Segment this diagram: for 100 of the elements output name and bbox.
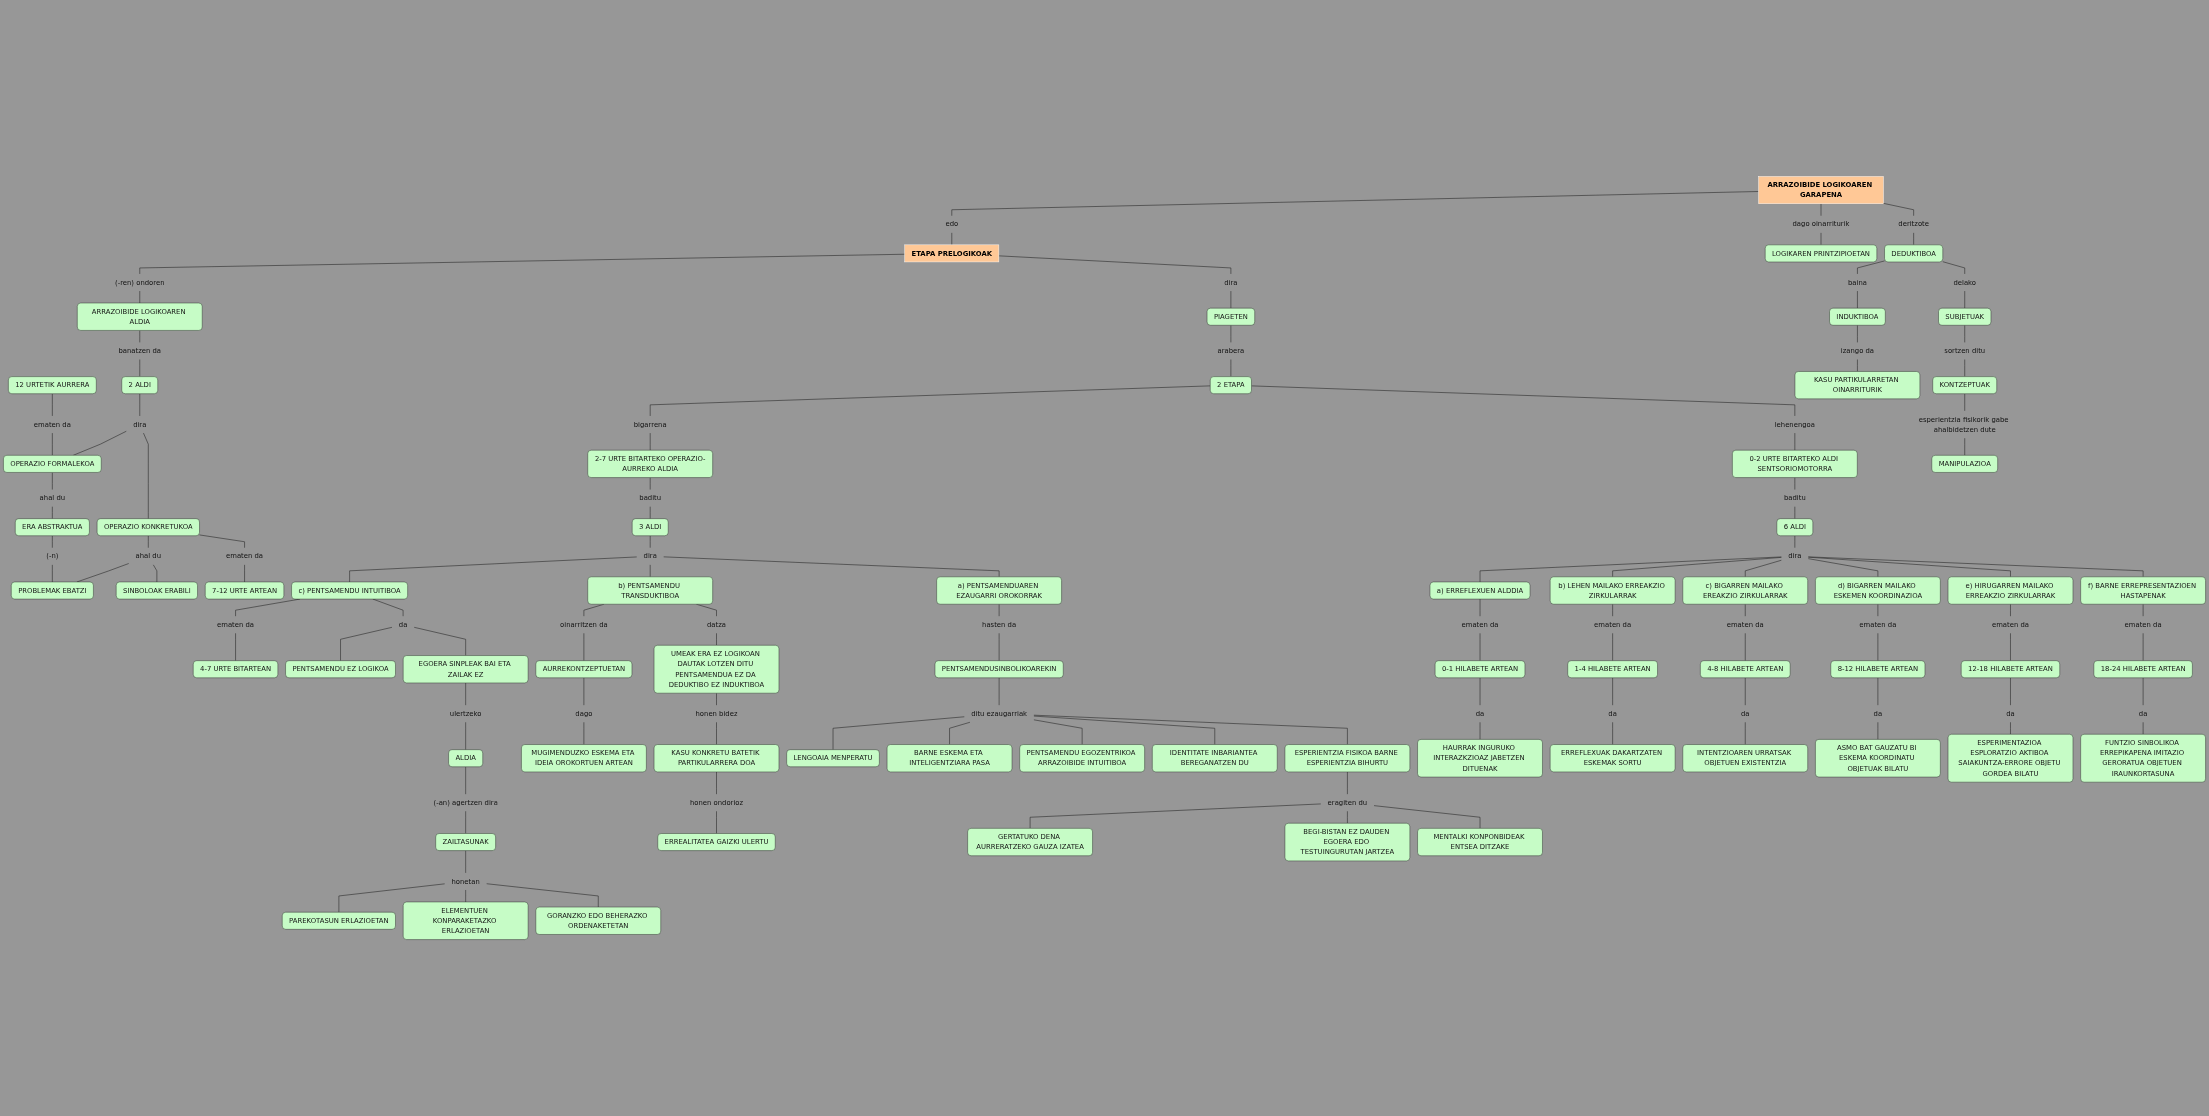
node-box: [282, 912, 396, 930]
connector: [1794, 477, 1796, 490]
connector: [1877, 722, 1879, 740]
connector: [649, 535, 651, 548]
node-box: [535, 660, 633, 678]
connector: [52, 432, 53, 456]
connector: [1745, 603, 1746, 617]
node-box: [1830, 660, 1926, 678]
connector: [139, 393, 141, 417]
connector: [1964, 359, 1965, 377]
connector: [338, 883, 445, 913]
node-box: [8, 376, 97, 394]
node-box: [1152, 744, 1278, 773]
connector: [2142, 603, 2144, 617]
node-box: [1284, 744, 1411, 773]
node-box: [967, 828, 1093, 856]
connector: [72, 430, 127, 456]
connector: [583, 677, 585, 706]
node-box: [403, 655, 529, 684]
connector: [649, 564, 651, 578]
connector: [1964, 437, 1965, 456]
node-box: [1947, 734, 2074, 783]
connector: [649, 385, 1211, 417]
connector: [2142, 633, 2144, 661]
node-box: [1758, 176, 1884, 204]
node-box: [1682, 744, 1808, 773]
connector: [1877, 633, 1879, 661]
connector: [1808, 556, 2011, 578]
connector: [349, 556, 637, 583]
node-box: [1961, 660, 2060, 678]
node-box: [786, 749, 880, 767]
connector: [1479, 677, 1481, 706]
node-box: [1700, 660, 1791, 678]
connector: [1964, 393, 1965, 412]
node-box: [3, 455, 102, 473]
connector: [1883, 203, 1914, 217]
connector: [2010, 677, 2011, 706]
connector: [52, 472, 53, 490]
connector: [1745, 559, 1782, 578]
node-box: [2080, 576, 2206, 605]
connector: [663, 556, 1000, 578]
connector: [1373, 805, 1481, 829]
connector: [1479, 722, 1481, 740]
connector: [716, 692, 717, 706]
connector: [139, 290, 141, 304]
node-box: [1549, 744, 1676, 773]
node-box: [1815, 739, 1941, 778]
node-box: [448, 749, 483, 767]
connector: [1745, 677, 1746, 706]
connector: [998, 603, 1000, 617]
node-box: [285, 660, 396, 678]
node-box: [587, 576, 713, 605]
connector: [1612, 677, 1613, 706]
connector: [465, 889, 466, 903]
connector: [52, 393, 53, 417]
node-box: [1932, 376, 1997, 394]
connector: [1745, 633, 1746, 661]
node-box: [1206, 307, 1255, 326]
node-box: [631, 518, 669, 536]
connector: [465, 682, 466, 706]
connector: [153, 564, 158, 583]
connector: [951, 232, 953, 246]
node-box: [886, 744, 1013, 773]
connector: [1794, 535, 1796, 548]
connector: [340, 627, 393, 661]
node-box: [1732, 449, 1858, 478]
node-box: [11, 581, 94, 600]
node-box: [1938, 307, 1992, 326]
node-box: [1682, 576, 1808, 605]
connector: [1857, 325, 1858, 343]
node-box: [521, 744, 647, 773]
connector: [1612, 722, 1613, 745]
node-box: [934, 660, 1064, 678]
connector: [1857, 359, 1858, 372]
connector: [2010, 603, 2011, 617]
connector: [1230, 290, 1232, 309]
node-box: [535, 906, 661, 935]
node-box: [115, 581, 198, 600]
node-box: [1815, 576, 1941, 605]
connector: [1857, 290, 1858, 309]
node-box: [1884, 244, 1943, 263]
connector: [1612, 557, 1782, 578]
connector: [1033, 715, 1216, 745]
connector: [465, 850, 466, 874]
node-box: [291, 581, 408, 600]
connector: [1479, 633, 1481, 661]
node-box: [1829, 307, 1886, 326]
node-box: [1931, 455, 1998, 473]
connector: [244, 564, 245, 583]
connector: [1877, 603, 1879, 617]
node-box: [653, 744, 780, 773]
connector: [716, 771, 717, 795]
connector: [139, 359, 141, 377]
connector: [1808, 556, 2144, 578]
node-box: [15, 518, 90, 536]
node-box: [1794, 371, 1921, 400]
connector: [1479, 556, 1782, 583]
node-box: [403, 901, 529, 940]
connector: [951, 191, 1759, 217]
connector: [649, 477, 651, 490]
